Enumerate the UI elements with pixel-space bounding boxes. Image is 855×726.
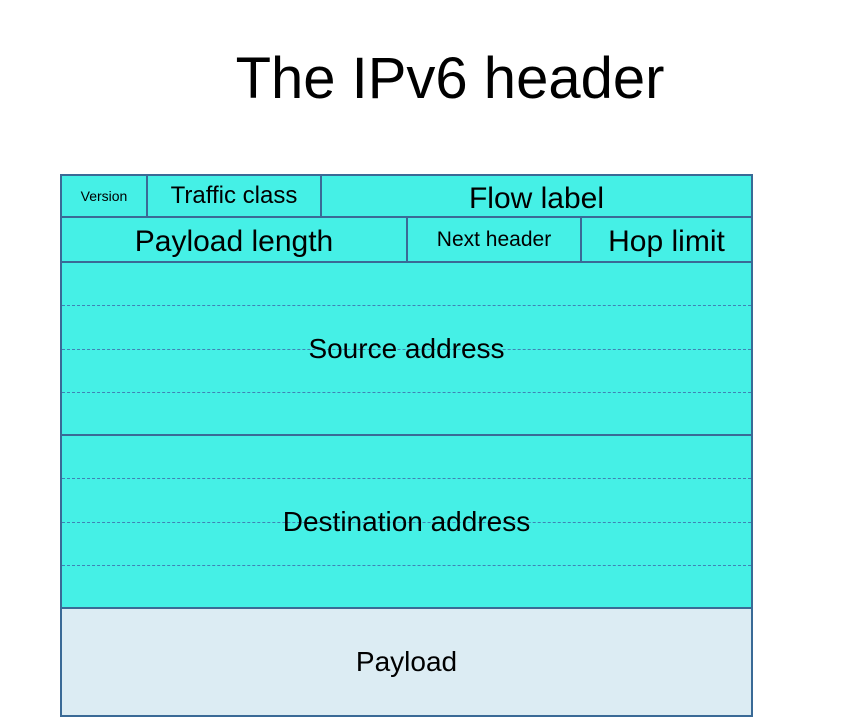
payload-length-label: Payload length (134, 224, 334, 258)
traffic-class-field: Traffic class (146, 174, 322, 218)
destination-address-field: Destination address (60, 434, 753, 609)
source-word-divider-3 (62, 392, 751, 393)
next-header-field: Next header (406, 216, 582, 263)
next-header-label: Next header (436, 227, 552, 251)
version-label: Version (80, 188, 128, 204)
destination-address-label: Destination address (282, 505, 531, 537)
flow-label-label: Flow label (468, 182, 605, 215)
hop-limit-label: Hop limit (608, 224, 725, 258)
traffic-class-label: Traffic class (170, 182, 298, 209)
source-address-field: Source address (60, 261, 753, 436)
diagram-title: The IPv6 header (235, 46, 665, 111)
payload-label: Payload (355, 646, 458, 677)
payload-length-field: Payload length (60, 216, 408, 263)
source-word-divider-1 (62, 305, 751, 306)
source-address-label: Source address (308, 332, 505, 364)
destination-word-divider-2 (62, 522, 751, 523)
payload-block: Payload (60, 607, 753, 717)
hop-limit-field: Hop limit (580, 216, 753, 263)
source-word-divider-2 (62, 349, 751, 350)
flow-label-field: Flow label (320, 174, 753, 218)
destination-word-divider-1 (62, 478, 751, 479)
ipv6-header-diagram: Version Traffic class Flow label Payload… (60, 174, 753, 717)
version-field: Version (60, 174, 148, 218)
destination-word-divider-3 (62, 565, 751, 566)
